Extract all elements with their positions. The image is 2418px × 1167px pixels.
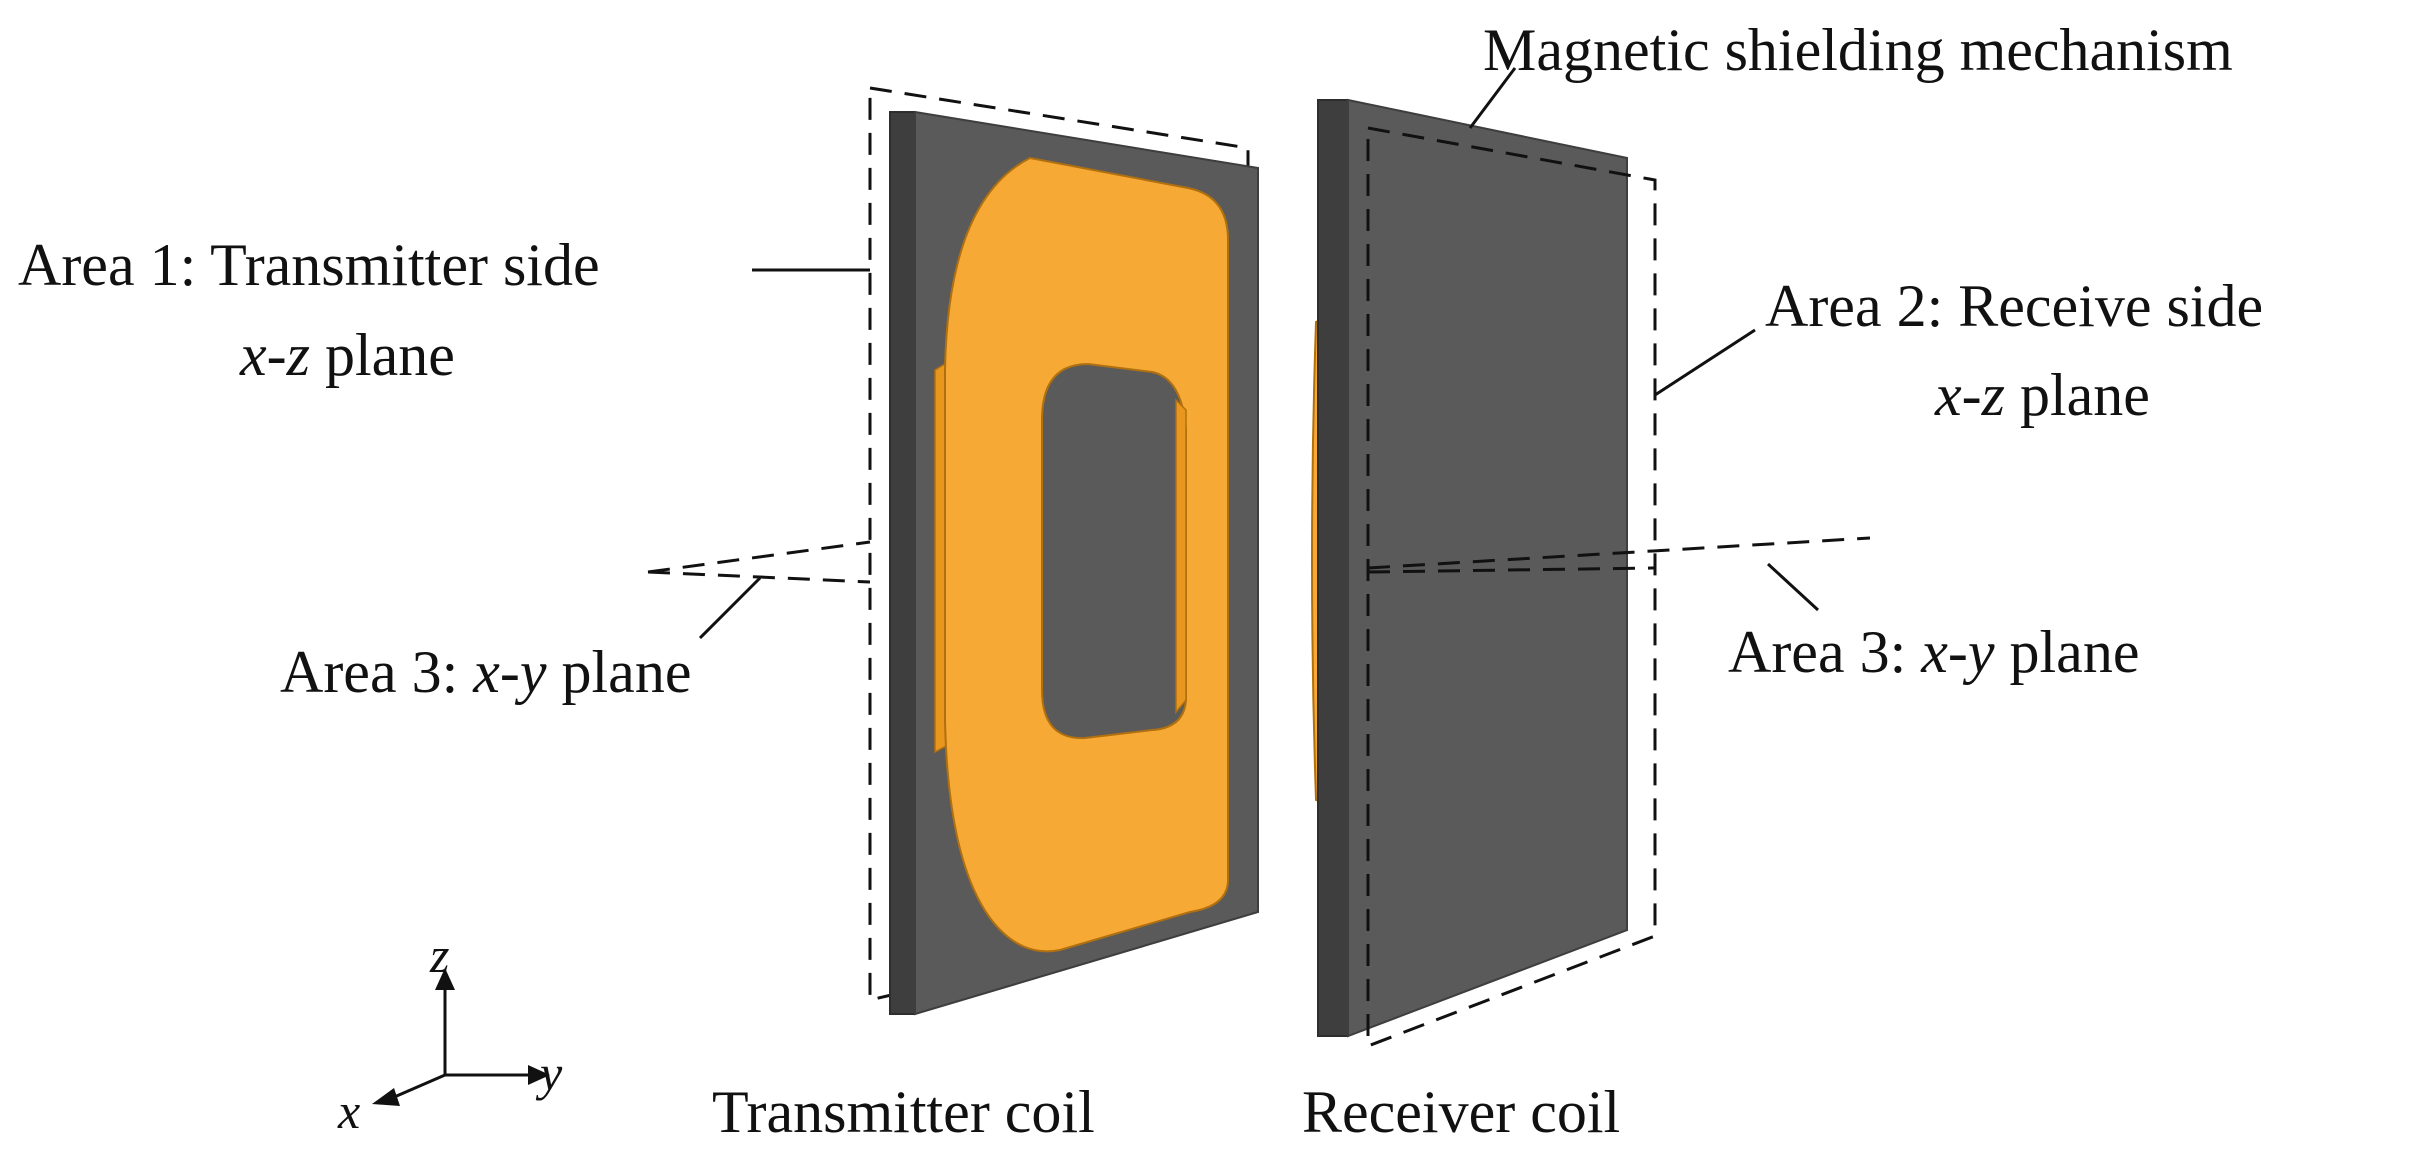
- area2-dashed-outline: [1366, 126, 1657, 1049]
- receiver-coil-label: Receiver coil: [1302, 1079, 1620, 1145]
- y-axis-label: y: [535, 1045, 563, 1101]
- area3-left-label: Area 3: x-y plane: [280, 639, 691, 705]
- x-arrowhead: [372, 1088, 400, 1106]
- transmitter-coil: [944, 156, 1229, 953]
- area3-left-x: x: [472, 639, 500, 705]
- area3-left-dash: -: [500, 639, 520, 705]
- receiver-assembly: [1311, 67, 1871, 1049]
- z-arrowhead: [435, 968, 455, 990]
- area3-left-rest: plane: [547, 639, 692, 705]
- y-arrowhead: [528, 1065, 550, 1085]
- area3-right-prefix: Area 3:: [1728, 619, 1921, 685]
- area1-label: Area 1: Transmitter side: [18, 232, 600, 298]
- area3-left-prefix: Area 3:: [280, 639, 473, 705]
- transmitter-assembly: [647, 86, 1259, 1016]
- area2-plane-rest: plane: [2005, 362, 2150, 428]
- area2-plane-label: x-z plane: [1934, 362, 2150, 428]
- x-axis-label: x: [337, 1083, 360, 1139]
- area1-dashed-outline: [868, 86, 1250, 1002]
- transmitter-coil-inner-edge: [1175, 398, 1187, 715]
- z-axis-label: z: [429, 927, 449, 983]
- magnetic-shield-plate: [1347, 98, 1628, 1038]
- area1-plane-var: x-z: [239, 322, 310, 388]
- coordinate-axes: z y x: [337, 927, 563, 1139]
- area3-left-y: y: [514, 639, 547, 705]
- area2-leader-line: [1654, 328, 1756, 397]
- area3-left-dashed-plane: [647, 540, 871, 584]
- area1-plane-label: x-z plane: [239, 322, 455, 388]
- area3-right-dashed-plane: [1367, 536, 1871, 574]
- area2-label: Area 2: Receive side: [1765, 273, 2263, 339]
- area3-right-rest: plane: [1995, 619, 2140, 685]
- transmitter-coil-label: Transmitter coil: [712, 1079, 1095, 1145]
- shield-leader-line: [1468, 67, 1517, 129]
- area3-right-y: y: [1962, 619, 1995, 685]
- x-axis-arrow: [391, 1073, 446, 1100]
- area1-plane-rest: plane: [310, 322, 455, 388]
- magnetic-shielding-label: Magnetic shielding mechanism: [1483, 17, 2233, 83]
- transmitter-plate-side: [889, 111, 916, 1015]
- area3-right-label: Area 3: x-y plane: [1728, 619, 2139, 685]
- area3-left-leader-line: [698, 576, 762, 640]
- shield-plate-side: [1317, 99, 1349, 1037]
- area3-right-dash: -: [1948, 619, 1968, 685]
- area2-plane-var: x-z: [1934, 362, 2005, 428]
- area3-right-leader-line: [1766, 562, 1820, 612]
- area3-right-x: x: [1920, 619, 1948, 685]
